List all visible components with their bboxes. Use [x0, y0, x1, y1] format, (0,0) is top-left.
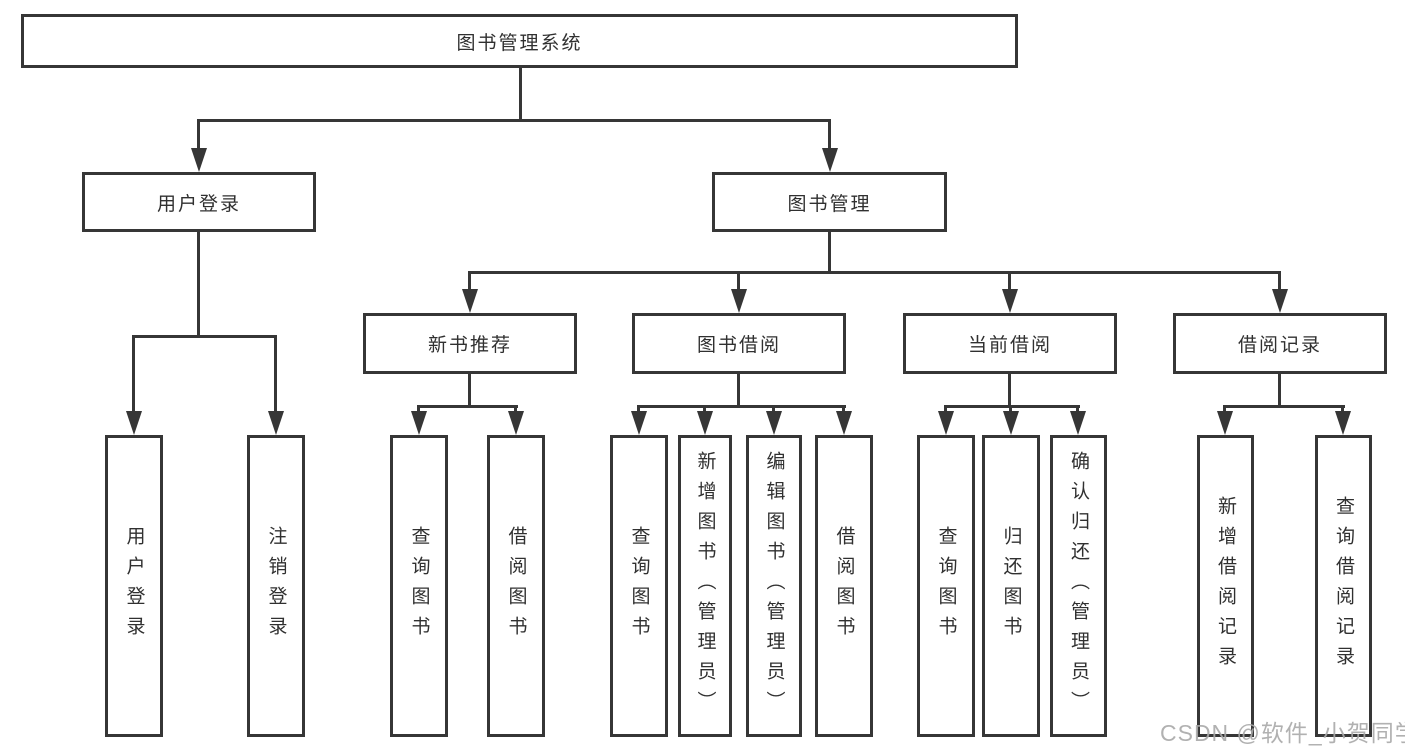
- leaf-bb-query-books-label: 查询图书: [628, 526, 650, 646]
- leaf-bb-edit-books-admin-label: 编辑图书（管理员）: [763, 451, 785, 721]
- connector-book-borrow-stub: [737, 374, 740, 407]
- arrow-to-cb-return: [1003, 411, 1019, 435]
- arrow-to-bb-borrow: [836, 411, 852, 435]
- node-book-borrow: 图书借阅: [632, 313, 846, 374]
- connector-to-cb-confirm: [1076, 405, 1079, 415]
- leaf-bb-query-books: 查询图书: [610, 435, 668, 737]
- node-new-book-rec: 新书推荐: [363, 313, 577, 374]
- connector-new-book-rec-stub: [468, 374, 471, 407]
- leaf-cb-query-books: 查询图书: [917, 435, 975, 737]
- connector-user-login-stub: [197, 232, 200, 337]
- arrow-to-borrow-records: [1272, 289, 1288, 313]
- node-borrow-records: 借阅记录: [1173, 313, 1387, 374]
- connector-root-to-book-mgmt: [828, 119, 831, 152]
- leaf-bb-add-books-admin: 新增图书（管理员）: [678, 435, 732, 737]
- arrow-to-bb-add: [697, 411, 713, 435]
- arrow-to-user-login: [191, 148, 207, 172]
- arrow-to-br-query: [1335, 411, 1351, 435]
- leaf-logout-label: 注销登录: [265, 526, 287, 646]
- node-user-login-label: 用户登录: [156, 193, 241, 215]
- leaf-bb-borrow-books-label: 借阅图书: [833, 526, 855, 646]
- leaf-cb-query-books-label: 查询图书: [935, 526, 957, 646]
- connector-root-stub: [519, 67, 522, 121]
- arrow-to-cb-query: [938, 411, 954, 435]
- leaf-nbr-borrow-books-label: 借阅图书: [505, 526, 527, 646]
- connector-root-split: [197, 119, 831, 122]
- leaf-br-query-record: 查询借阅记录: [1315, 435, 1372, 737]
- connector-to-leaf-login: [132, 335, 135, 415]
- leaf-nbr-borrow-books: 借阅图书: [487, 435, 545, 737]
- connector-to-borrow-records: [1278, 271, 1281, 293]
- arrow-to-br-add: [1217, 411, 1233, 435]
- connector-book-mgmt-stub: [828, 232, 831, 274]
- node-book-mgmt-label: 图书管理: [787, 193, 872, 215]
- leaf-br-add-record: 新增借阅记录: [1197, 435, 1254, 737]
- leaf-br-query-record-label: 查询借阅记录: [1333, 496, 1354, 676]
- node-user-login: 用户登录: [82, 172, 316, 232]
- leaf-bb-add-books-admin-label: 新增图书（管理员）: [694, 451, 716, 721]
- connector-to-book-borrow: [737, 271, 740, 293]
- connector-user-login-split: [132, 335, 277, 338]
- leaf-nbr-query-books: 查询图书: [390, 435, 448, 737]
- node-current-borrow-label: 当前借阅: [967, 335, 1052, 356]
- connector-to-leaf-logout: [274, 335, 277, 415]
- connector-to-bb-borrow: [842, 405, 845, 415]
- arrow-to-book-borrow: [731, 289, 747, 313]
- arrow-to-leaf-login: [126, 411, 142, 435]
- connector-borrow-records-split: [1223, 405, 1345, 408]
- connector-to-cb-return: [1009, 405, 1012, 415]
- leaf-user-login-label: 用户登录: [123, 526, 145, 646]
- leaf-br-add-record-label: 新增借阅记录: [1215, 496, 1236, 676]
- arrow-to-cb-confirm: [1070, 411, 1086, 435]
- arrow-to-leaf-logout: [268, 411, 284, 435]
- arrow-to-nbr-query: [411, 411, 427, 435]
- leaf-bb-borrow-books: 借阅图书: [815, 435, 873, 737]
- connector-to-br-query: [1341, 405, 1344, 415]
- node-current-borrow: 当前借阅: [903, 313, 1117, 374]
- connector-current-borrow-split: [944, 405, 1080, 408]
- connector-to-current-borrow: [1008, 271, 1011, 293]
- connector-book-borrow-split: [637, 405, 846, 408]
- arrow-to-current-borrow: [1002, 289, 1018, 313]
- connector-book-mgmt-split: [468, 271, 1281, 274]
- leaf-cb-confirm-return-admin-label: 确认归还（管理员）: [1068, 451, 1089, 721]
- node-borrow-records-label: 借阅记录: [1237, 335, 1322, 356]
- node-book-borrow-label: 图书借阅: [696, 335, 781, 356]
- connector-to-nbr-query: [417, 405, 420, 415]
- node-root: 图书管理系统: [21, 14, 1018, 68]
- leaf-nbr-query-books-label: 查询图书: [408, 526, 430, 646]
- leaf-user-login: 用户登录: [105, 435, 163, 737]
- arrow-to-new-book-rec: [462, 289, 478, 313]
- connector-to-bb-query: [637, 405, 640, 415]
- connector-new-book-rec-split: [417, 405, 518, 408]
- node-book-mgmt: 图书管理: [712, 172, 947, 232]
- leaf-bb-edit-books-admin: 编辑图书（管理员）: [746, 435, 802, 737]
- arrow-to-bb-query: [631, 411, 647, 435]
- leaf-logout: 注销登录: [247, 435, 305, 737]
- arrow-to-book-mgmt: [822, 148, 838, 172]
- csdn-watermark: CSDN @软件_小贺同学: [1160, 720, 1405, 746]
- connector-to-new-book-rec: [468, 271, 471, 293]
- connector-to-nbr-borrow: [514, 405, 517, 415]
- connector-current-borrow-stub: [1008, 374, 1011, 407]
- connector-to-bb-edit: [772, 405, 775, 415]
- leaf-cb-return-books: 归还图书: [982, 435, 1040, 737]
- node-new-book-rec-label: 新书推荐: [427, 335, 512, 356]
- node-root-label: 图书管理系统: [456, 32, 583, 54]
- leaf-cb-return-books-label: 归还图书: [1000, 526, 1022, 646]
- leaf-cb-confirm-return-admin: 确认归还（管理员）: [1050, 435, 1107, 737]
- arrow-to-bb-edit: [766, 411, 782, 435]
- arrow-to-nbr-borrow: [508, 411, 524, 435]
- connector-to-bb-add: [703, 405, 706, 415]
- connector-to-cb-query: [944, 405, 947, 415]
- connector-to-br-add: [1223, 405, 1226, 415]
- connector-root-to-user-login: [197, 119, 200, 152]
- connector-borrow-records-stub: [1278, 374, 1281, 407]
